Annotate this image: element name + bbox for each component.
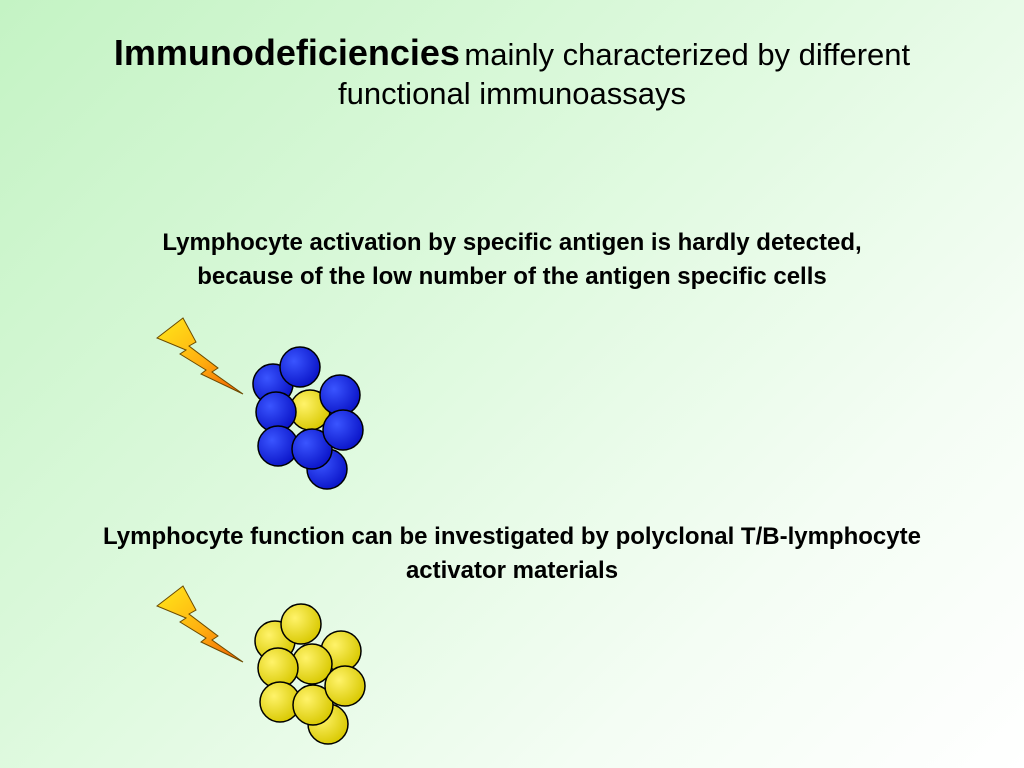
caption-1-line-2: because of the low number of the antigen… [197,262,827,290]
title-rest-line-2: functional immunoassays [337,76,687,111]
title-strong: Immunodeficiencies [113,32,460,73]
yellow-cell [280,603,322,645]
blue-cell [291,428,333,470]
caption-polyclonal-activation: Lymphocyte function can be investigated … [0,520,1024,587]
caption-specific-antigen: Lymphocyte activation by specific antige… [0,226,1024,293]
lightning-icon [156,585,244,663]
blue-cell [279,346,321,388]
blue-cell [319,374,361,416]
title-line-1: Immunodeficiencies mainly characterized … [0,30,1024,75]
cell-cluster-mixed [252,346,364,490]
blue-cell [322,409,364,451]
lightning-icon [156,317,244,395]
caption-2-line-1: Lymphocyte function can be investigated … [103,523,921,550]
slide-title: Immunodeficiencies mainly characterized … [0,30,1024,114]
illustration-specific-activation [156,317,364,490]
yellow-cell [292,684,334,726]
cell-cluster-activated [254,603,366,745]
title-rest-line-1: mainly characterized by different [464,37,911,72]
illustration-polyclonal-activation [156,585,366,745]
caption-2-line-2: activator materials [405,556,619,584]
yellow-cell [324,665,366,707]
caption-1-line-1: Lymphocyte activation by specific antige… [162,229,862,256]
